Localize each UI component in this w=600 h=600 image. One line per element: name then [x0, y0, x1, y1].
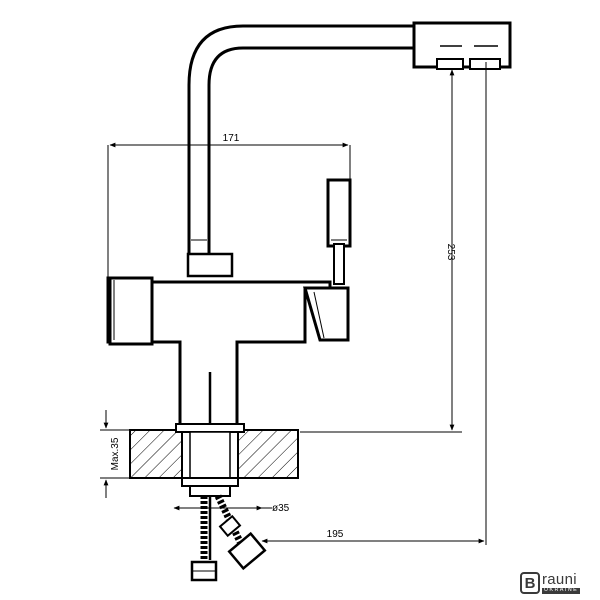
spout-head [412, 21, 512, 70]
spout-collar [186, 252, 234, 278]
brand-logo-mark: B [520, 572, 540, 594]
dimension-height: 253 [300, 69, 462, 433]
filter-lever [303, 178, 352, 342]
faucet-body [106, 276, 332, 427]
countertop-section [129, 423, 299, 479]
brand-name: rauni [542, 571, 577, 589]
supply-hoses [190, 494, 267, 582]
mounting-nut [181, 477, 239, 497]
dimension-reach: 195 [261, 62, 487, 545]
dimension-width-label: 171 [223, 133, 240, 144]
dimension-thread-label: ø35 [272, 503, 290, 514]
dimension-width: 171 [107, 133, 351, 278]
brand-region: UKRAINE [542, 587, 581, 594]
dimension-reach-label: 195 [327, 529, 344, 540]
dimension-height-label: 253 [445, 244, 456, 261]
dimension-thread: ø35 [173, 503, 290, 514]
brand-logo-text: rauni UKRAINE [542, 571, 581, 594]
brand-logo: B rauni UKRAINE [520, 570, 594, 596]
dimension-max-thickness-label: Max.35 [110, 437, 121, 470]
dimension-max-thickness: Max.35 [100, 410, 130, 498]
